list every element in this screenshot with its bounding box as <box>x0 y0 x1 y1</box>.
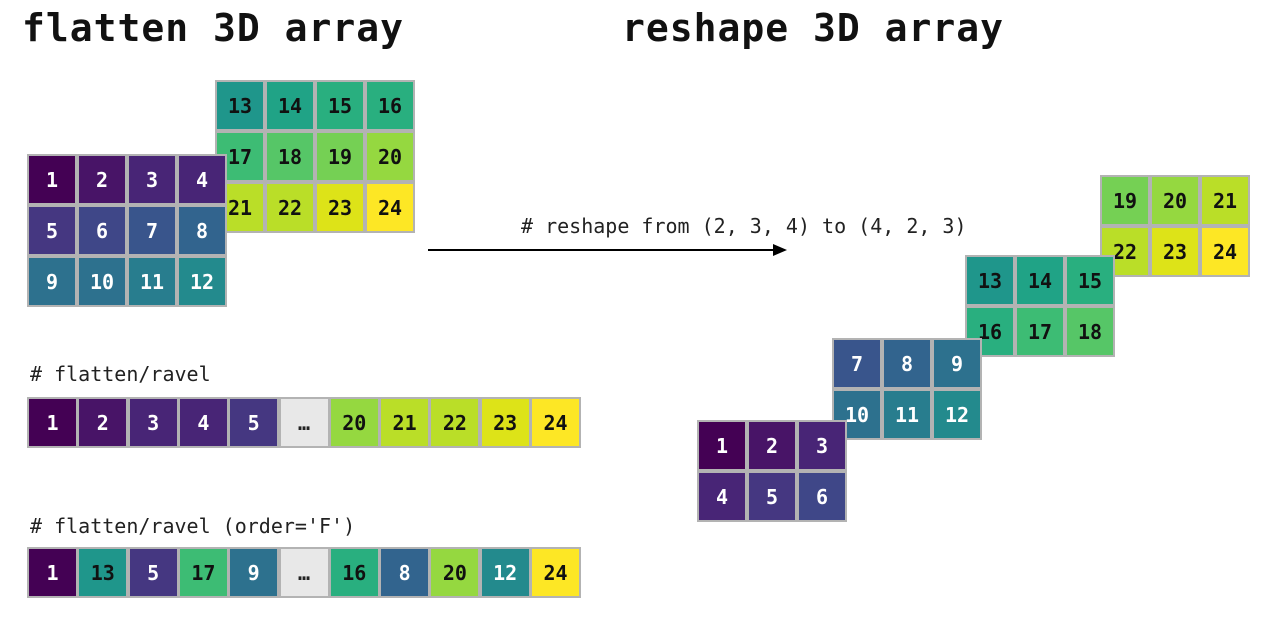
flatten-f-cell: 5 <box>127 547 179 598</box>
flatten-f-cell: 9 <box>228 547 280 598</box>
flatten-f-cell: 12 <box>479 547 531 598</box>
reshaped-cell: 5 <box>747 471 797 522</box>
reshape-arrow <box>428 249 774 251</box>
reshaped-cell: 6 <box>797 471 847 522</box>
reshaped-cell: 17 <box>1015 306 1065 357</box>
reshaped-cell: 13 <box>965 255 1015 306</box>
flatten-cell: 1 <box>27 397 78 448</box>
flatten-comment: # flatten/ravel <box>30 362 211 386</box>
array-cell: 14 <box>265 80 315 131</box>
array-cell: 16 <box>365 80 415 131</box>
flatten-f-cell: 1 <box>27 547 78 598</box>
array-cell: 13 <box>215 80 265 131</box>
reshaped-cell: 11 <box>882 389 932 440</box>
flatten-title: flatten 3D array <box>22 6 405 50</box>
flatten-cell: 4 <box>177 397 229 448</box>
array-cell: 8 <box>177 205 227 256</box>
array-cell: 12 <box>177 256 227 307</box>
flatten-f-cell: 8 <box>379 547 431 598</box>
reshape-title: reshape 3D array <box>622 6 1005 50</box>
flatten-cell: 2 <box>77 397 129 448</box>
array-cell: 10 <box>77 256 127 307</box>
array-cell: 1 <box>27 154 77 205</box>
reshaped-cell: 9 <box>932 338 982 389</box>
reshaped-cell: 24 <box>1200 226 1250 277</box>
flatten-cell: … <box>278 397 330 448</box>
reshaped-cell: 7 <box>832 338 882 389</box>
reshape-comment: # reshape from (2, 3, 4) to (4, 2, 3) <box>521 214 967 238</box>
flatten-cell: 5 <box>228 397 280 448</box>
reshaped-cell: 15 <box>1065 255 1115 306</box>
flatten-f-cell: … <box>278 547 330 598</box>
reshape-arrowhead-icon <box>773 244 787 256</box>
flatten-cell: 21 <box>379 397 431 448</box>
flatten-cell: 3 <box>127 397 179 448</box>
array-cell: 11 <box>127 256 177 307</box>
reshaped-cell: 1 <box>697 420 747 471</box>
array-cell: 23 <box>315 182 365 233</box>
reshaped-cell: 21 <box>1200 175 1250 226</box>
array-cell: 9 <box>27 256 77 307</box>
reshaped-cell: 2 <box>747 420 797 471</box>
reshaped-cell: 14 <box>1015 255 1065 306</box>
array-cell: 5 <box>27 205 77 256</box>
flatten-f-cell: 13 <box>77 547 129 598</box>
array-cell: 20 <box>365 131 415 182</box>
flatten-f-cell: 16 <box>328 547 380 598</box>
flatten-f-cell: 24 <box>530 547 581 598</box>
flatten-f-comment: # flatten/ravel (order='F') <box>30 514 356 538</box>
array-cell: 3 <box>127 154 177 205</box>
reshaped-cell: 4 <box>697 471 747 522</box>
array-cell: 22 <box>265 182 315 233</box>
reshaped-cell: 20 <box>1150 175 1200 226</box>
array-cell: 24 <box>365 182 415 233</box>
reshaped-cell: 8 <box>882 338 932 389</box>
array-cell: 4 <box>177 154 227 205</box>
flatten-cell: 23 <box>479 397 531 448</box>
array-cell: 2 <box>77 154 127 205</box>
reshaped-cell: 19 <box>1100 175 1150 226</box>
reshaped-cell: 18 <box>1065 306 1115 357</box>
reshaped-cell: 3 <box>797 420 847 471</box>
array-cell: 19 <box>315 131 365 182</box>
array-cell: 15 <box>315 80 365 131</box>
flatten-cell: 24 <box>530 397 581 448</box>
array-cell: 18 <box>265 131 315 182</box>
array-cell: 7 <box>127 205 177 256</box>
flatten-f-cell: 17 <box>177 547 229 598</box>
reshaped-cell: 23 <box>1150 226 1200 277</box>
flatten-f-cell: 20 <box>429 547 481 598</box>
flatten-cell: 22 <box>429 397 481 448</box>
array-cell: 6 <box>77 205 127 256</box>
reshaped-cell: 12 <box>932 389 982 440</box>
flatten-cell: 20 <box>328 397 380 448</box>
